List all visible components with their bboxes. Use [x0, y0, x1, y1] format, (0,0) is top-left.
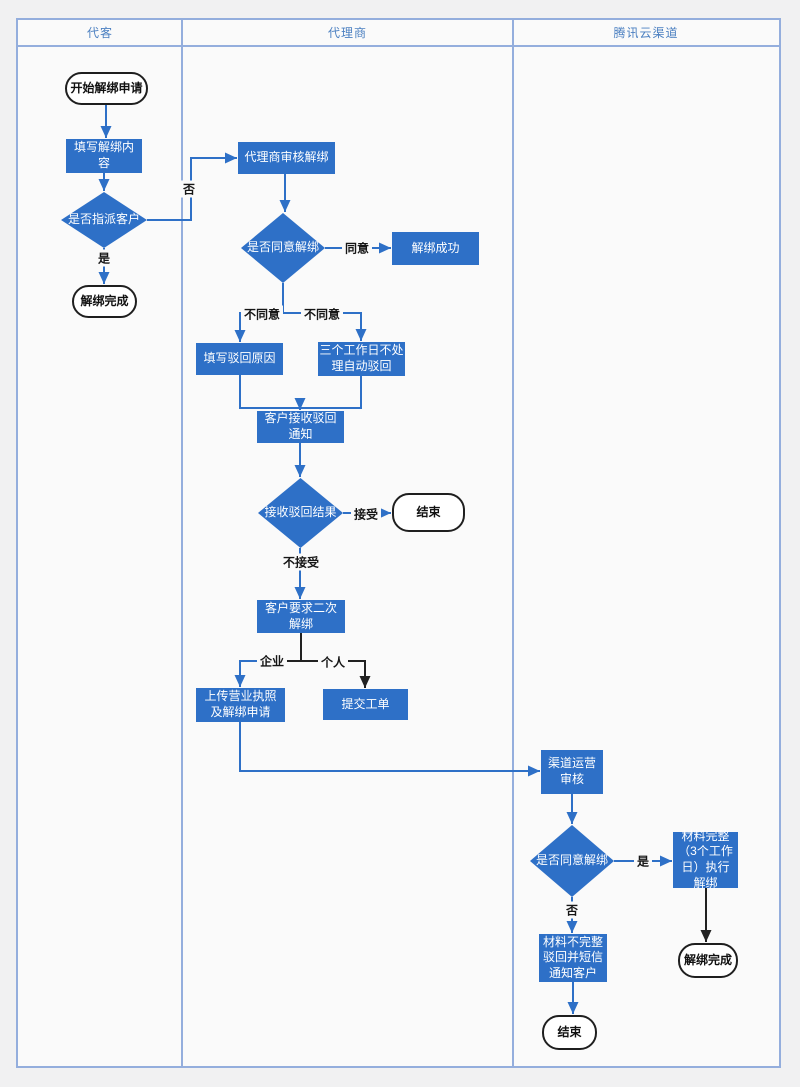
edge-label-disagree-right: 不同意 [300, 305, 344, 323]
lane-header-customer-agent: 代客 [86, 26, 113, 40]
flow-node-receive-notice: 客户接收驳回 通知 [257, 411, 344, 443]
edge-label-accept: 接受 [350, 505, 382, 523]
edge-label-agree: 同意 [341, 239, 373, 257]
edge-auto-reject-to-notice [301, 376, 362, 409]
flow-node-unbind-success: 解绑成功 [392, 232, 479, 265]
lane-divider-1 [181, 20, 183, 1066]
flow-node-start: 开始解绑申请 [65, 72, 148, 105]
edge-upload-to-channel-review [239, 722, 540, 777]
edge-label-yes-2: 是 [633, 852, 653, 870]
flow-node-end-1: 结束 [392, 493, 465, 532]
flow-node-end-2: 结束 [542, 1015, 597, 1050]
edge-reject-reason-to-notice [239, 375, 306, 410]
swimlane-frame: 代客 代理商 腾讯云渠道 [16, 18, 781, 1068]
flow-node-material-incomplete: 材料不完整 驳回并短信 通知客户 [539, 934, 607, 982]
flow-node-material-complete: 材料完整 （3个工作 日）执行 解绑 [673, 829, 738, 890]
edge-label-not-accept: 不接受 [279, 553, 323, 571]
flow-node-unbind-done-2: 解绑完成 [678, 943, 738, 978]
edge-label-disagree-left: 不同意 [240, 305, 284, 323]
lane-header-tencent-channel: 腾讯云渠道 [613, 26, 679, 40]
lane-divider-2 [512, 20, 514, 1066]
flow-node-agent-review: 代理商审核解绑 [238, 142, 335, 174]
edge-label-no-2: 否 [562, 901, 582, 919]
flow-node-unbind-done-1: 解绑完成 [72, 285, 137, 318]
edge-label-enterprise: 企业 [256, 652, 288, 670]
lane-header-reseller: 代理商 [327, 26, 367, 40]
flow-node-channel-review: 渠道运营 审核 [541, 750, 603, 794]
edge-label-personal: 个人 [317, 653, 349, 671]
flow-node-upload-license: 上传营业执照 及解绑申请 [196, 688, 285, 722]
edge-label-yes-1: 是 [94, 249, 114, 267]
flow-node-fill-content: 填写解绑内 容 [66, 139, 142, 173]
flow-node-fill-reject-reason: 填写驳回原因 [196, 343, 283, 375]
flow-node-auto-reject: 三个工作日不处 理自动驳回 [318, 342, 405, 376]
flow-node-second-request: 客户要求二次 解绑 [257, 600, 345, 633]
edge-label-no-1: 否 [179, 180, 199, 198]
lane-header-separator [18, 45, 779, 47]
flow-node-submit-ticket: 提交工单 [323, 689, 408, 720]
